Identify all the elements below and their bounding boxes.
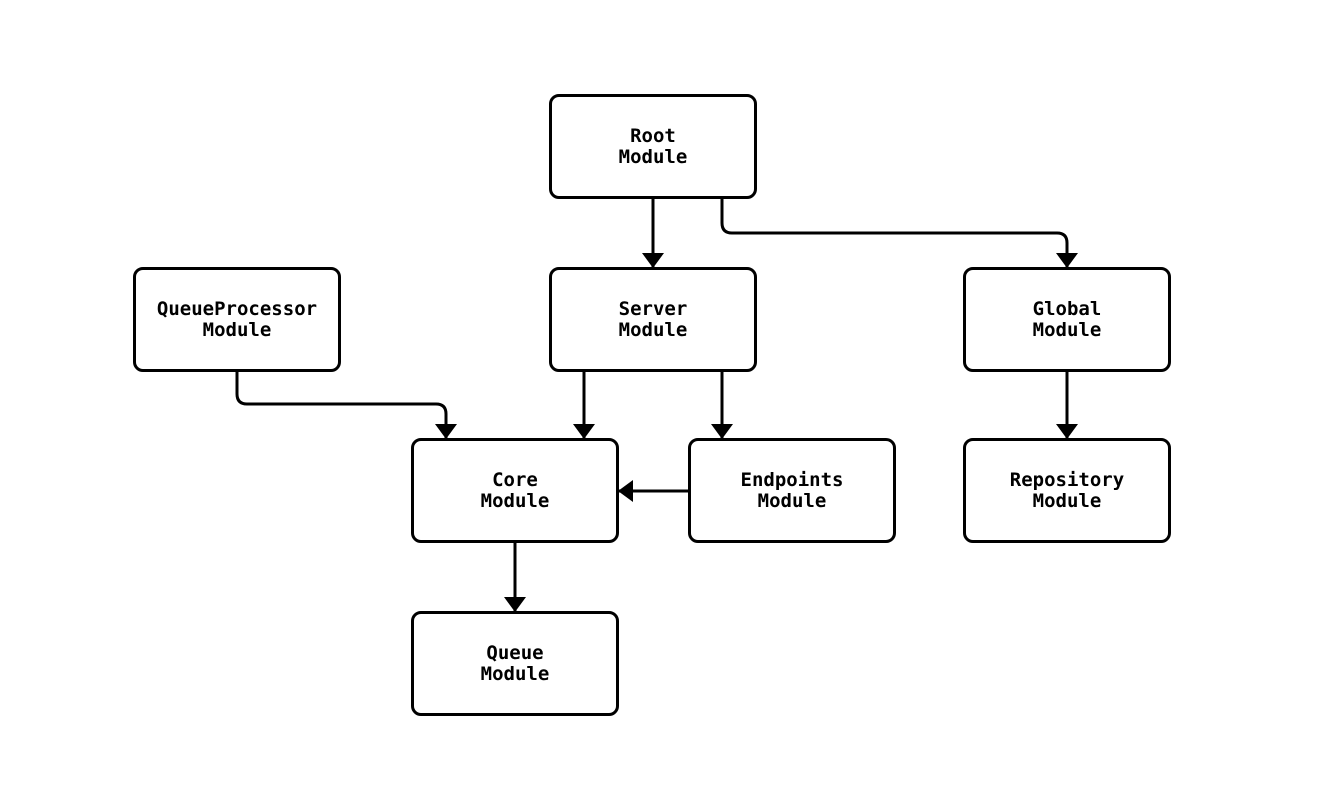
node-label: Queue Module [480, 641, 550, 685]
node-root: Root Module [549, 94, 757, 199]
node-queue: Queue Module [411, 611, 619, 716]
node-queueprocessor: QueueProcessor Module [133, 267, 341, 372]
node-label: Root Module [618, 124, 688, 168]
edge-queueprocessor-core [235, 372, 457, 439]
node-label: Core Module [480, 468, 550, 512]
node-label: QueueProcessor Module [156, 297, 318, 341]
node-label: Endpoints Module [740, 468, 844, 512]
node-core: Core Module [411, 438, 619, 543]
node-global: Global Module [963, 267, 1171, 372]
node-repository: Repository Module [963, 438, 1171, 543]
edge-root-global [720, 199, 1078, 268]
node-label: Server Module [618, 297, 688, 341]
node-server: Server Module [549, 267, 757, 372]
node-label: Global Module [1032, 297, 1102, 341]
node-endpoints: Endpoints Module [688, 438, 896, 543]
node-label: Repository Module [1009, 468, 1125, 512]
